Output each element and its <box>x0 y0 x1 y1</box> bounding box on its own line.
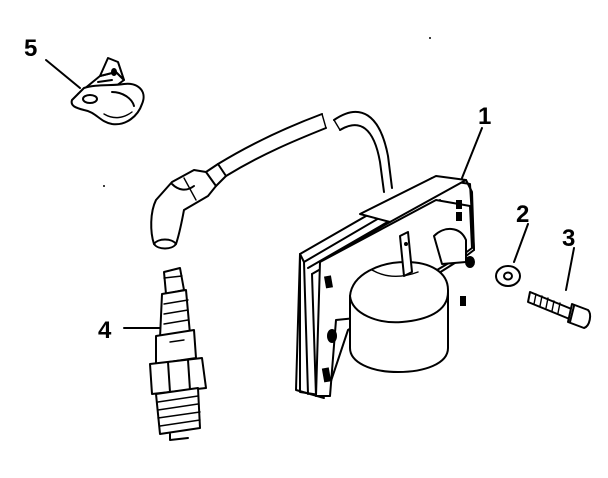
leader-line-1 <box>461 127 483 179</box>
callout-3: 3 <box>562 225 575 252</box>
callout-4: 4 <box>98 317 112 344</box>
cable-clamp-part <box>70 57 145 126</box>
ignition-coil-part <box>295 175 475 399</box>
washer-part <box>495 265 521 287</box>
spark-plug-lead <box>150 110 393 250</box>
screw-part <box>527 291 592 329</box>
scan-speck <box>103 185 105 187</box>
callout-5: 5 <box>24 35 37 62</box>
leader-line-2 <box>513 223 529 263</box>
leader-line-5 <box>45 59 81 89</box>
leader-line-3 <box>565 247 575 291</box>
callout-2: 2 <box>516 201 529 228</box>
scan-speck <box>429 37 431 39</box>
callout-1: 1 <box>478 103 491 130</box>
spark-plug-part <box>149 267 207 441</box>
